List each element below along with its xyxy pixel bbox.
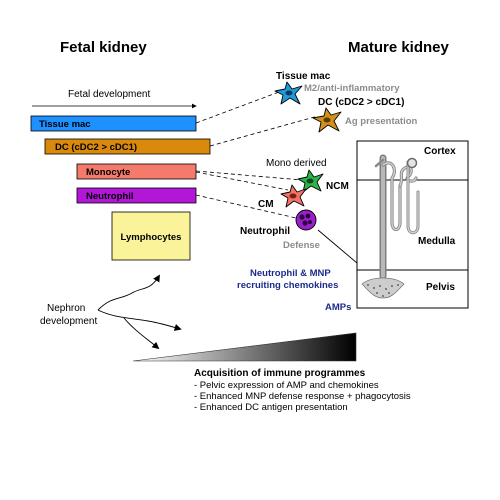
nephron-development-line2: development xyxy=(40,316,97,327)
nephron-illustration xyxy=(374,154,420,280)
pelvis-dots-icon xyxy=(367,284,399,297)
dashed-connectors xyxy=(195,91,319,219)
dc-title: DC (cDC2 > cDC1) xyxy=(318,97,404,108)
tissue-mac-bar-label: Tissue mac xyxy=(39,119,91,130)
lymphocytes-label: Lymphocytes xyxy=(121,232,182,243)
cortex-label: Cortex xyxy=(424,146,456,157)
acquisition-gradient-wedge xyxy=(132,332,357,362)
mature-kidney-heading: Mature kidney xyxy=(348,39,450,56)
dc-cell-icon xyxy=(312,107,342,133)
pelvis-label: Pelvis xyxy=(426,282,455,293)
ncm-label: NCM xyxy=(326,181,349,192)
neutrophil-label: Neutrophil xyxy=(240,226,290,237)
mono-derived-label: Mono derived xyxy=(266,158,327,169)
connector-monocyte-ncm xyxy=(195,170,303,181)
fetal-populations: Tissue mac DC (cDC2 > cDC1) Monocyte Neu… xyxy=(30,115,211,261)
acquisition-item-1: - Pelvic expression of AMP and chemokine… xyxy=(194,380,379,391)
nephron-development-line1: Nephron xyxy=(47,303,85,314)
tissue-mac-cell-icon xyxy=(274,81,303,105)
pelvis-papilla-icon xyxy=(361,277,405,299)
dc-subtitle: Ag presentation xyxy=(345,116,418,127)
neutrophil-cell-icon xyxy=(295,209,317,231)
medulla-label: Medulla xyxy=(418,236,456,247)
dc-bar xyxy=(44,138,211,155)
branching-arrows xyxy=(97,274,182,350)
neutrophil-bar xyxy=(76,187,197,204)
kidney-panel: Cortex Medulla Pelvis xyxy=(356,140,469,309)
ncm-cell-icon xyxy=(297,169,324,193)
cm-label: CM xyxy=(258,199,274,210)
fetal-development-label: Fetal development xyxy=(68,89,150,100)
amps-label: AMPs xyxy=(325,302,351,313)
tissue-mac-subtitle: M2/anti-inflammatory xyxy=(304,83,400,94)
neutrophil-bar-label: Neutrophil xyxy=(86,191,134,202)
cm-cell-icon xyxy=(280,184,307,208)
tissue-mac-title: Tissue mac xyxy=(276,71,331,82)
connector-tissue-mac xyxy=(195,91,280,124)
monocyte-bar xyxy=(76,163,197,180)
connector-neutrophil xyxy=(195,194,297,219)
chemokines-line1: Neutrophil & MNP xyxy=(250,268,331,279)
lymphocytes-box xyxy=(111,211,191,261)
tissue-mac-bar xyxy=(30,115,197,132)
monocyte-bar-label: Monocyte xyxy=(86,167,130,178)
dc-bar-label: DC (cDC2 > cDC1) xyxy=(55,142,137,153)
acquisition-item-3: - Enhanced DC antigen presentation xyxy=(194,402,348,413)
fetal-kidney-heading: Fetal kidney xyxy=(60,39,147,56)
acquisition-title: Acquisition of immune programmes xyxy=(194,368,366,379)
acquisition-item-2: - Enhanced MNP defense response + phagoc… xyxy=(194,391,411,402)
defense-label: Defense xyxy=(283,240,320,251)
chemokines-line2: recruiting chemokines xyxy=(237,280,338,291)
connector-monocyte-cm xyxy=(195,171,289,191)
connector-dc xyxy=(209,115,319,147)
